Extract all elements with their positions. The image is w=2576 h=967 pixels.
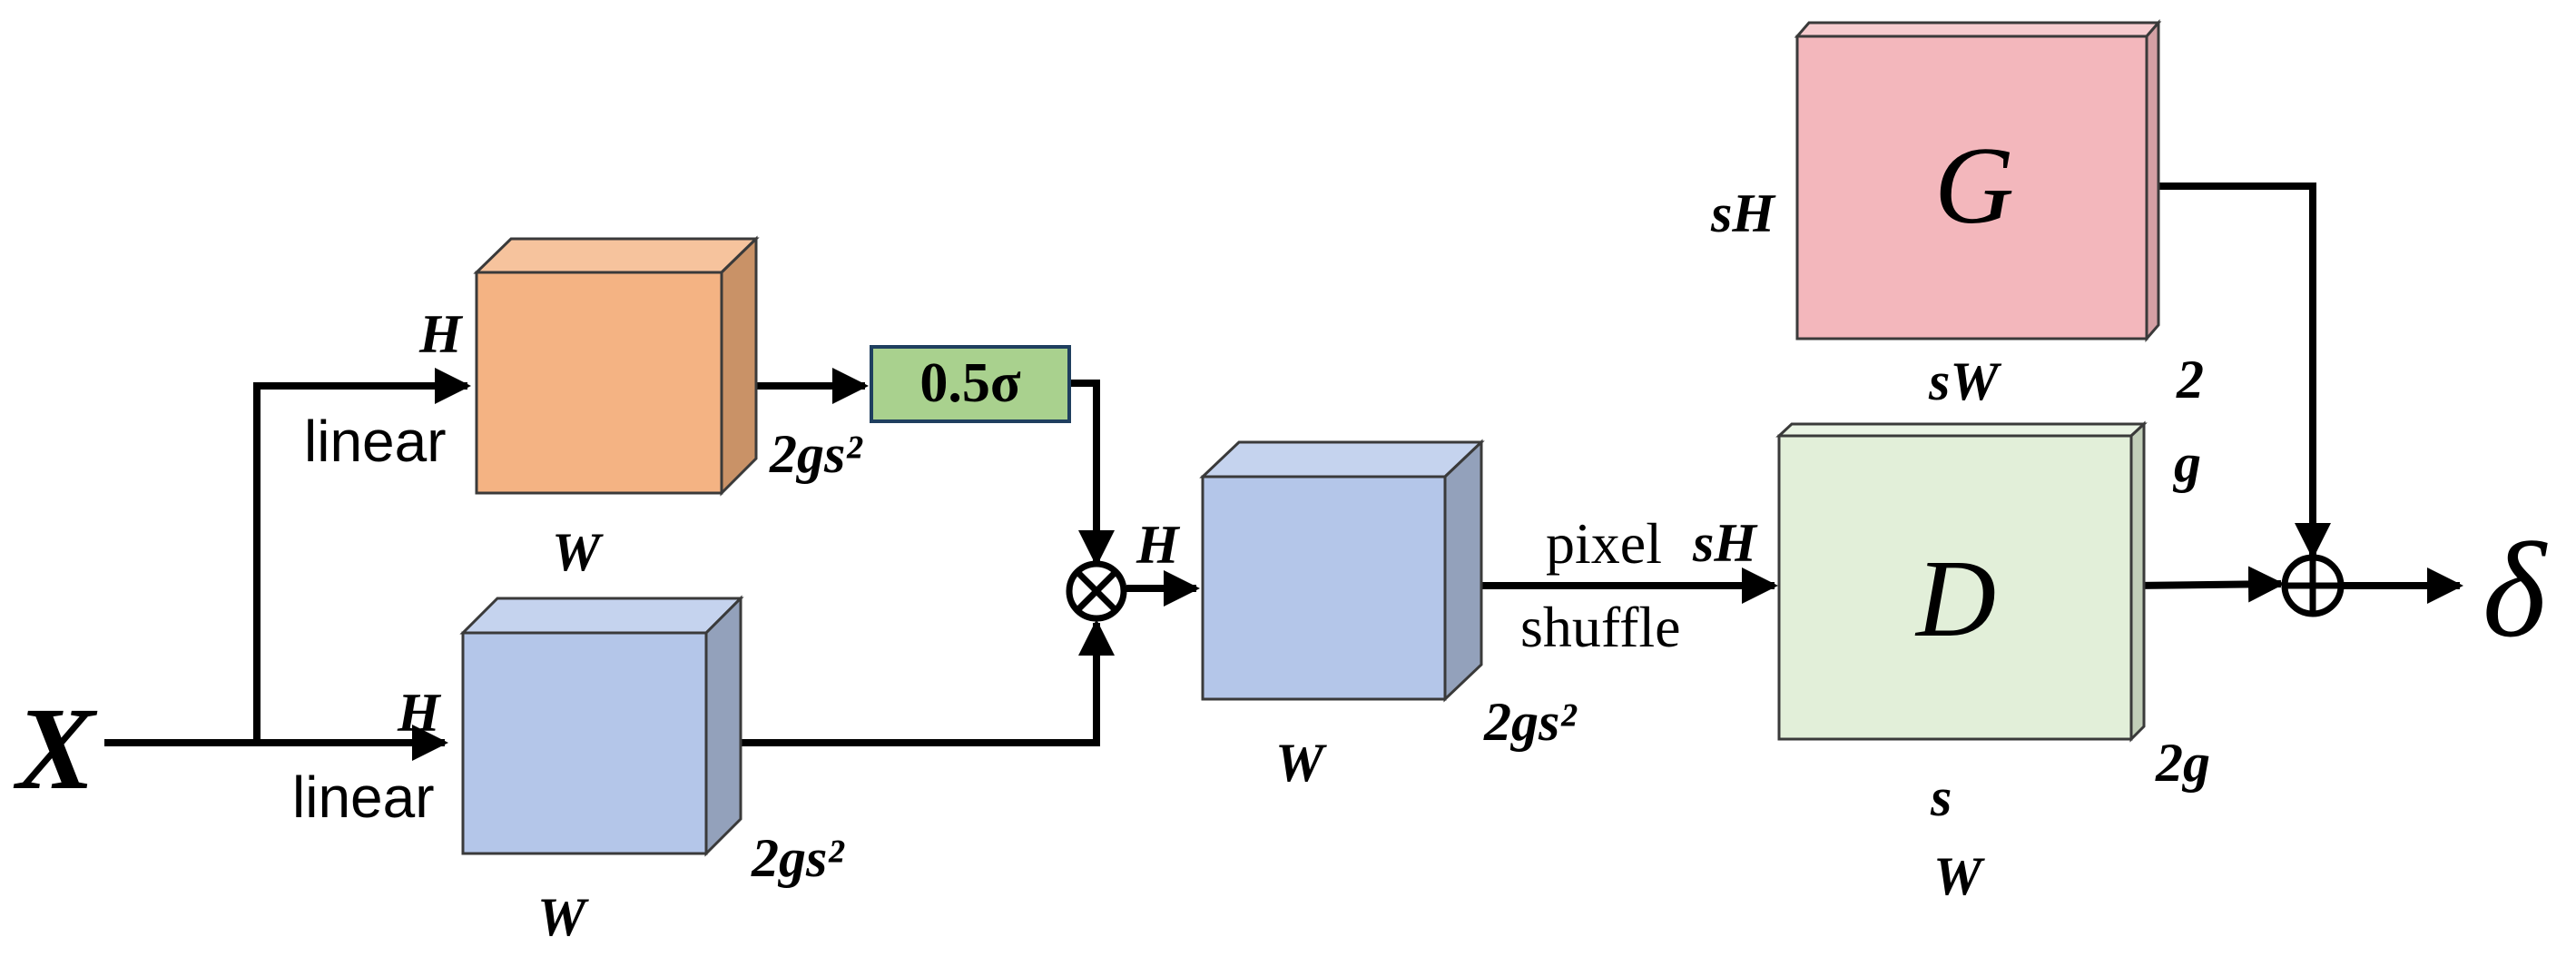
merged-block-width-label: W [1275,733,1327,793]
top-block-width-label: W [552,522,604,582]
grid-block-side-face [2145,18,2160,343]
top-block-height-label: H [418,304,464,364]
top-branch-line [253,368,471,743]
grid-block-top-face [1794,21,2162,38]
offset-height-label: sH [1692,513,1758,573]
grid-block-front-face [1795,35,2148,340]
grid-width-label: sW [1928,351,2001,411]
offset-letter: D [1914,538,1996,660]
input-label: X [13,684,98,814]
bottom-block-front-face [461,631,708,855]
pixel-shuffle-label-line2: shuffle [1520,595,1681,659]
merged-block-height-label: H [1136,515,1181,575]
offset-block [1775,420,2148,743]
bottom-linear-block [459,595,744,857]
merged-block-side-face [1443,439,1483,703]
top-block-front-face [475,271,723,495]
merged-block-front-face [1201,475,1447,701]
grid-letter: G [1934,124,2014,247]
merged-block [1199,439,1485,703]
top-block-top-face [473,237,760,274]
merged-block-channel-label: 2gs² [1483,692,1578,752]
grid-to-add-line [2151,183,2331,559]
merged-block-top-face [1199,440,1485,479]
grid-block [1794,18,2162,343]
add-node [2281,554,2345,617]
multiply-cross-b [1075,569,1118,613]
bottom-block-height-label: H [397,683,442,743]
bottom-block-width-label: W [537,887,589,947]
offset-block-front-face [1777,434,2133,741]
top-block-side-face [720,235,758,497]
offset-channel-label: 2g [2155,733,2210,793]
sigma-label: 0.5σ [919,352,1021,414]
multiply-node [1066,560,1127,622]
sigma-gate: 0.5σ [870,345,1071,423]
bottom-block-channel-label: 2gs² [751,828,845,888]
offset-to-add-line [2132,566,2285,603]
offset-width-label-line2: W [1933,846,1985,906]
output-label: δ [2483,515,2548,666]
bottom-to-multiply-line [706,619,1115,746]
sigma-to-multiply-line [1069,380,1115,567]
top-block-channel-label: 2gs² [769,424,863,484]
sigma-box [870,345,1071,423]
bottom-block-side-face [704,595,742,857]
top-linear-label: linear [304,409,447,474]
offset-width-label-line1: s [1930,767,1952,827]
bottom-linear-label: linear [292,765,435,830]
offset-block-side-face [2129,420,2146,743]
bottom-block-top-face [459,597,744,635]
offset-block-top-face [1775,422,2148,438]
pixel-shuffle-label-line1: pixel [1546,511,1662,576]
top-linear-block [473,235,760,497]
grid-channel-label-line1: 2 [2176,350,2204,409]
grid-height-label: sH [1710,183,1776,243]
grid-channel-label-line2: g [2172,433,2201,493]
